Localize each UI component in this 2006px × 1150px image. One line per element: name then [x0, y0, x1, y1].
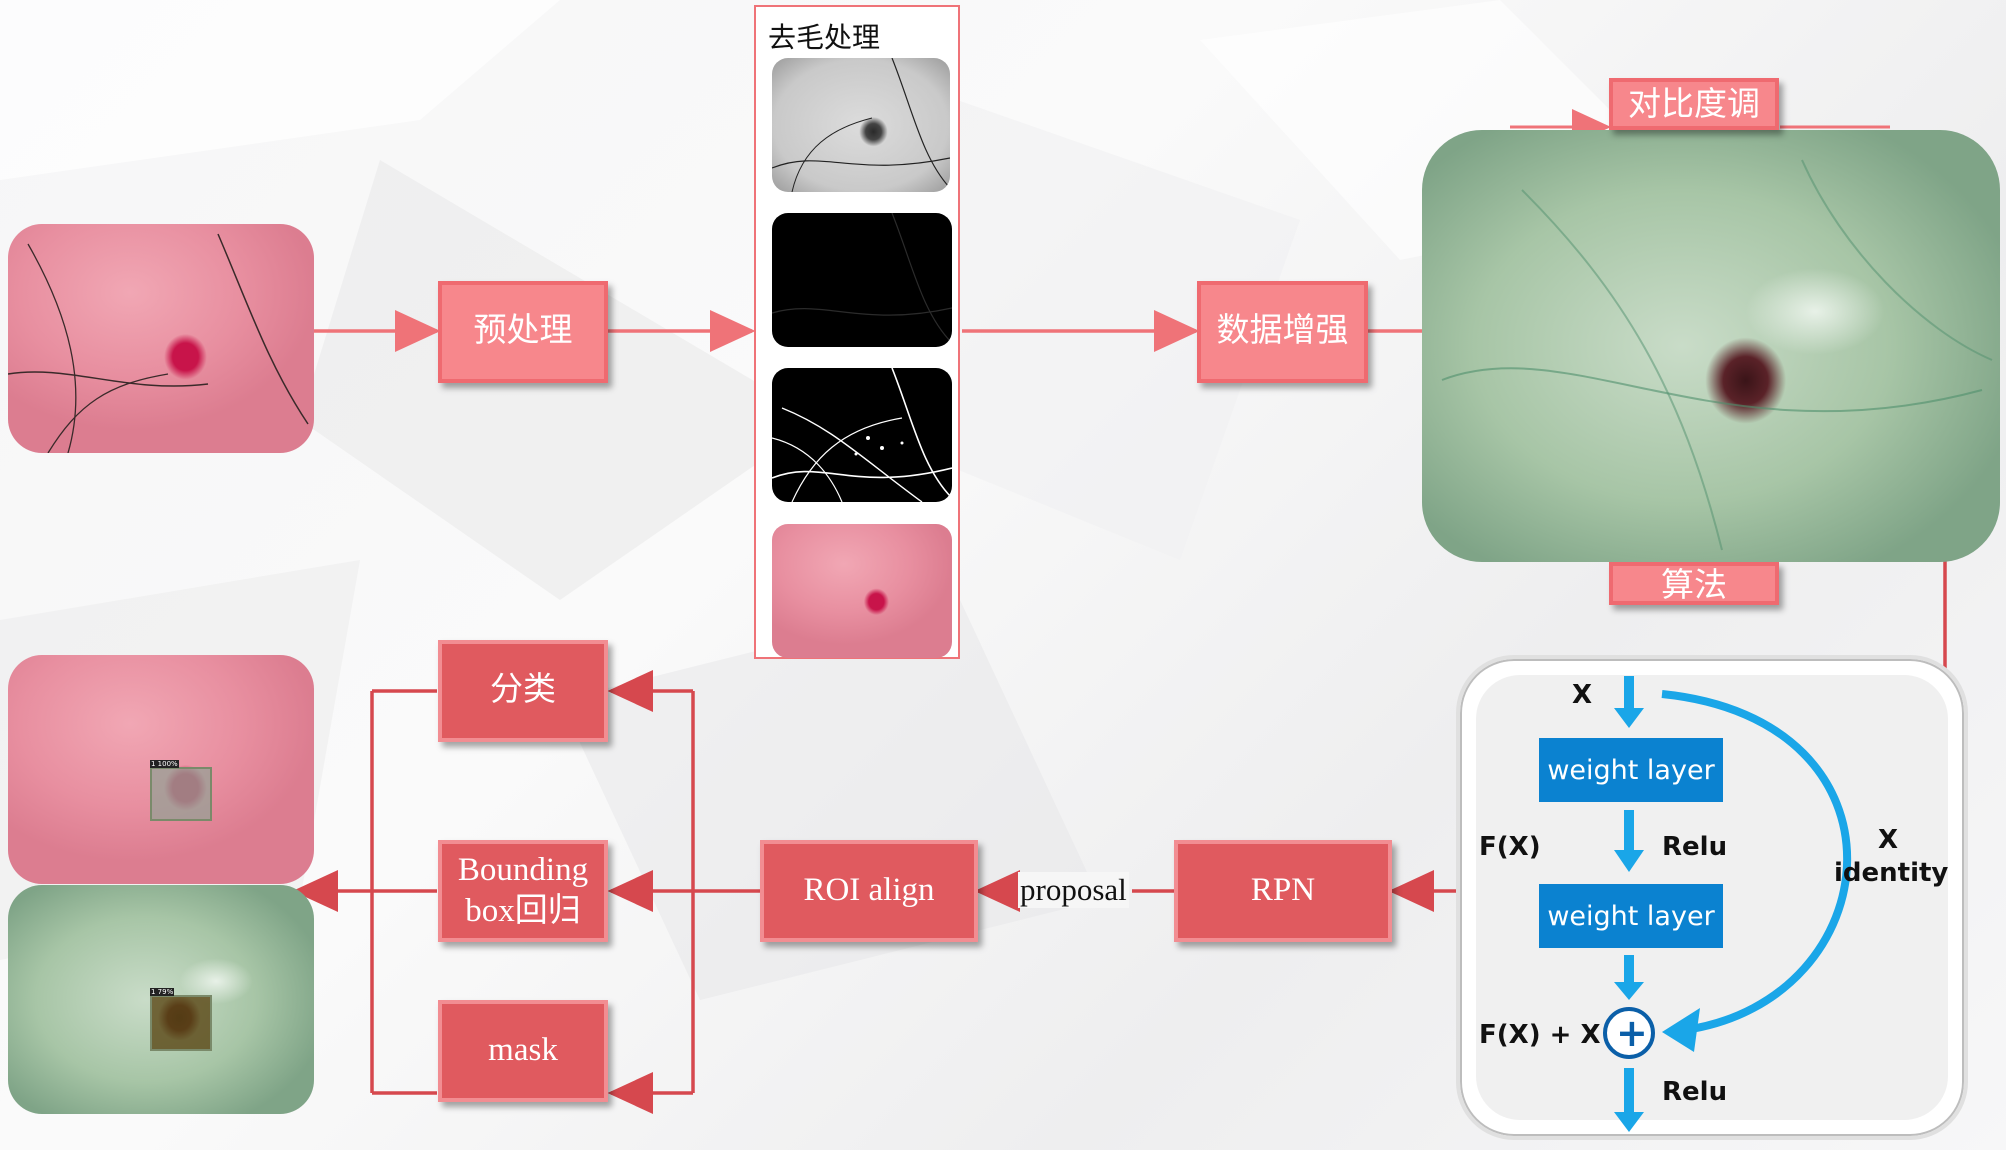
hair-removal-title: 去毛处理 [768, 21, 881, 54]
sum-label: F(X) + X [1479, 1020, 1601, 1050]
relu-out-label: Relu [1662, 1077, 1728, 1107]
mask-node: mask [438, 1000, 608, 1102]
input-x-label: X [1572, 680, 1593, 710]
relu-mid-label: Relu [1662, 832, 1728, 862]
detection-box-bottom [150, 995, 212, 1051]
weight-layer-1: weight layer [1539, 738, 1723, 802]
detection-tag-bottom: 1 79% [150, 988, 175, 996]
contrast-node-bottom: 算法 [1609, 562, 1779, 605]
fx-label: F(X) [1479, 832, 1541, 862]
weight-layer-2: weight layer [1539, 884, 1723, 948]
rpn-node: RPN [1174, 840, 1392, 942]
plus-circle-icon [1603, 1007, 1655, 1059]
identity-label: identity [1834, 858, 1949, 888]
input-skin-image [8, 224, 314, 453]
identity-x-label: X [1878, 825, 1899, 855]
augmented-skin-image [1422, 130, 2000, 562]
plus-symbol: + [1616, 1011, 1648, 1055]
